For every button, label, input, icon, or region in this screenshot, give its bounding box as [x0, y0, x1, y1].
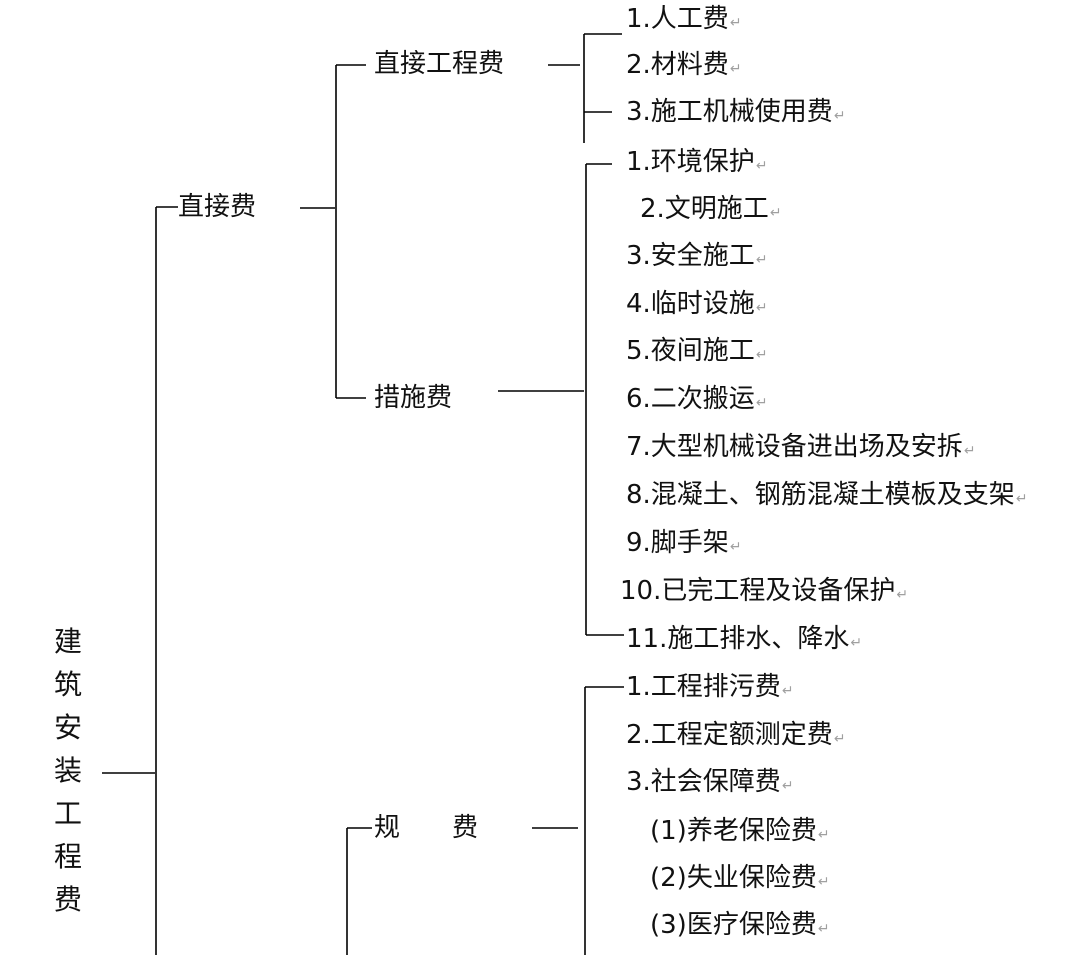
- direct-engineering-item: 2.材料费↵: [626, 50, 742, 80]
- direct-fee-label: 直接费: [178, 192, 257, 222]
- paragraph-mark: ↵: [1015, 491, 1028, 507]
- measure-item: 3.安全施工↵: [626, 241, 768, 271]
- paragraph-mark: ↵: [755, 252, 768, 268]
- root-label-char: 筑: [53, 668, 82, 701]
- regulation-item: 1.工程排污费↵: [626, 672, 794, 702]
- paragraph-mark: ↵: [817, 921, 830, 937]
- root-label-char: 工: [53, 797, 82, 830]
- measure-item: 6.二次搬运↵: [626, 384, 768, 414]
- paragraph-mark: ↵: [781, 778, 794, 794]
- paragraph-mark: ↵: [729, 61, 742, 77]
- direct-engineering-label: 直接工程费: [374, 49, 505, 79]
- regulation-fee-label: 规 费: [374, 813, 479, 843]
- paragraph-mark: ↵: [729, 15, 742, 31]
- regulation-item: 3.社会保障费↵: [626, 767, 794, 797]
- paragraph-mark: ↵: [963, 443, 976, 459]
- paragraph-mark: ↵: [817, 874, 830, 890]
- social-security-subitem: (1)养老保险费↵: [650, 816, 830, 846]
- social-security-subitem: (3)医疗保险费↵: [650, 910, 830, 940]
- root-label-char: 装: [53, 754, 82, 787]
- measure-item: 9.脚手架↵: [626, 528, 742, 558]
- paragraph-mark: ↵: [850, 635, 863, 651]
- measure-item: 5.夜间施工↵: [626, 336, 768, 366]
- regulation-item: 2.工程定额测定费↵: [626, 720, 846, 750]
- measure-item: 11.施工排水、降水↵: [626, 624, 863, 654]
- paragraph-mark: ↵: [833, 731, 846, 747]
- measure-fee-label: 措施费: [374, 383, 453, 413]
- paragraph-mark: ↵: [896, 587, 909, 603]
- paragraph-mark: ↵: [769, 205, 782, 221]
- paragraph-mark: ↵: [817, 827, 830, 843]
- paragraph-mark: ↵: [755, 158, 768, 174]
- paragraph-mark: ↵: [755, 347, 768, 363]
- measure-item: 2.文明施工↵: [640, 194, 782, 224]
- paragraph-mark: ↵: [755, 300, 768, 316]
- paragraph-mark: ↵: [781, 683, 794, 699]
- root-label: 建筑安装工程费: [52, 620, 84, 921]
- measure-item: 7.大型机械设备进出场及安拆↵: [626, 432, 976, 462]
- root-label-char: 安: [53, 711, 82, 744]
- measure-item: 10.已完工程及设备保护↵: [620, 576, 909, 606]
- root-label-char: 建: [53, 625, 82, 658]
- paragraph-mark: ↵: [729, 539, 742, 555]
- paragraph-mark: ↵: [755, 395, 768, 411]
- root-label-char: 程: [53, 840, 82, 873]
- measure-item: 8.混凝土、钢筋混凝土模板及支架↵: [626, 480, 1028, 510]
- measure-item: 4.临时设施↵: [626, 289, 768, 319]
- measure-item: 1.环境保护↵: [626, 147, 768, 177]
- paragraph-mark: ↵: [833, 108, 846, 124]
- direct-engineering-item: 1.人工费↵: [626, 4, 742, 34]
- root-label-char: 费: [53, 883, 82, 916]
- direct-engineering-item: 3.施工机械使用费↵: [626, 97, 846, 127]
- social-security-subitem: (2)失业保险费↵: [650, 863, 830, 893]
